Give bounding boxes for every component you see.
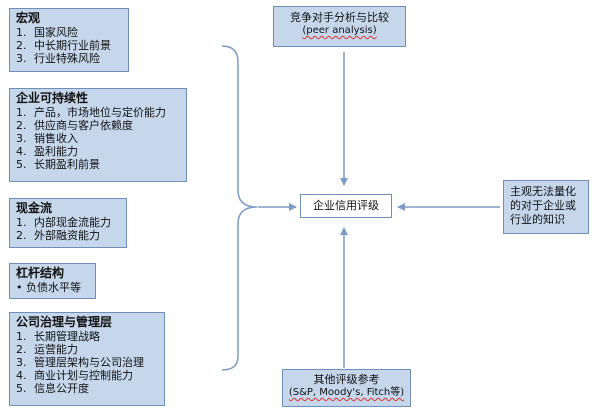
leverage-title: 杠杆结构 <box>16 266 65 280</box>
qualitative-knowledge-text: 主观无法量化的对于企业或行业的知识 <box>510 185 576 226</box>
list-item: 4.盈利能力 <box>16 145 78 158</box>
peer-analysis-title: 竞争对手分析与比较 <box>290 11 389 24</box>
peer-analysis-subtitle: (peer analysis) <box>302 25 377 36</box>
list-item: 3.行业特殊风险 <box>16 52 100 65</box>
credit-rating-label: 企业信用评级 <box>313 199 379 212</box>
other-ratings-subtitle: (S&P, Moody's, Fitch等) <box>288 387 405 398</box>
governance-title: 公司治理与管理层 <box>16 315 113 329</box>
qualitative-knowledge-box: 主观无法量化的对于企业或行业的知识 <box>503 180 589 234</box>
list-item: 1.长期管理战略 <box>16 330 100 343</box>
leverage-bullet: • 负债水平等 <box>16 281 81 294</box>
cashflow-box: 现金流 1.内部现金流能力 2.外部融资能力 <box>9 198 127 248</box>
governance-list: 1.长期管理战略 2.运营能力 3.管理层架构与公司治理 4.商业计划与控制能力… <box>16 330 158 395</box>
sustainability-title: 企业可持续性 <box>16 91 89 105</box>
list-item: 2.运营能力 <box>16 343 78 356</box>
other-ratings-box: 其他评级参考 (S&P, Moody's, Fitch等) <box>282 369 411 407</box>
leverage-box: 杠杆结构 • 负债水平等 <box>9 263 96 299</box>
list-item: 2.外部融资能力 <box>16 229 100 242</box>
macro-list: 1.国家风险 2.中长期行业前景 3.行业特殊风险 <box>16 26 122 65</box>
list-item: 2.中长期行业前景 <box>16 39 111 52</box>
macro-box: 宏观 1.国家风险 2.中长期行业前景 3.行业特殊风险 <box>9 8 129 72</box>
list-item: 3.销售收入 <box>16 132 78 145</box>
macro-title: 宏观 <box>16 11 41 25</box>
governance-box: 公司治理与管理层 1.长期管理战略 2.运营能力 3.管理层架构与公司治理 4.… <box>9 312 165 406</box>
credit-rating-box: 企业信用评级 <box>300 194 392 218</box>
list-item: 5.信息公开度 <box>16 382 89 395</box>
sustainability-box: 企业可持续性 1.产品，市场地位与定价能力 2.供应商与客户依赖度 3.销售收入… <box>9 88 187 182</box>
list-item: 1.产品，市场地位与定价能力 <box>16 106 166 119</box>
list-item: 2.供应商与客户依赖度 <box>16 119 133 132</box>
other-ratings-title: 其他评级参考 <box>313 373 380 386</box>
list-item: 4.商业计划与控制能力 <box>16 369 133 382</box>
cashflow-list: 1.内部现金流能力 2.外部融资能力 <box>16 216 120 242</box>
sustainability-list: 1.产品，市场地位与定价能力 2.供应商与客户依赖度 3.销售收入 4.盈利能力… <box>16 106 180 171</box>
list-item: 1.内部现金流能力 <box>16 216 111 229</box>
list-item: 3.管理层架构与公司治理 <box>16 356 144 369</box>
peer-analysis-box: 竞争对手分析与比较 (peer analysis) <box>273 6 406 47</box>
left-brace <box>221 45 258 371</box>
cashflow-title: 现金流 <box>16 201 53 215</box>
list-item: 5.长期盈利前景 <box>16 158 100 171</box>
list-item: 1.国家风险 <box>16 26 78 39</box>
